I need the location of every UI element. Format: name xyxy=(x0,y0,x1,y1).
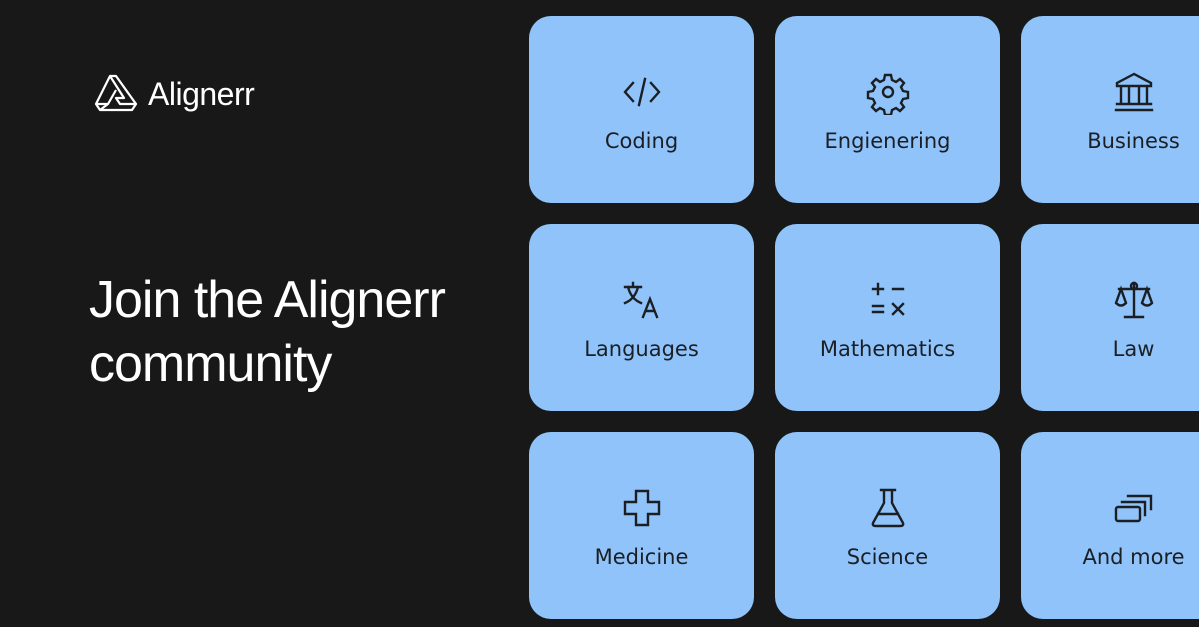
category-label: Business xyxy=(1087,129,1180,153)
category-card-coding[interactable]: Coding xyxy=(529,16,754,203)
alignerr-logo-icon xyxy=(94,74,138,112)
brand-logo: Alignerr xyxy=(94,74,255,114)
page-headline: Join the Alignerr community xyxy=(89,268,446,396)
category-label: Mathematics xyxy=(819,337,956,361)
category-card-medicine[interactable]: Medicine xyxy=(529,432,754,619)
category-card-science[interactable]: Science xyxy=(775,432,1000,619)
category-card-mathematics[interactable]: Mathematics xyxy=(775,224,1000,411)
category-label: Law xyxy=(1112,337,1155,361)
gear-icon xyxy=(866,73,909,115)
flask-icon xyxy=(871,488,904,528)
category-label: And more xyxy=(1082,545,1185,569)
calculator-icon xyxy=(871,282,905,316)
stack-icon xyxy=(1114,494,1152,523)
code-icon xyxy=(622,77,661,107)
headline-line-2: community xyxy=(89,335,332,393)
brand-name: Alignerr xyxy=(148,75,255,112)
category-label: Languages xyxy=(584,337,699,361)
medical-cross-icon xyxy=(623,489,660,527)
category-label: Medicine xyxy=(594,545,689,569)
translate-icon xyxy=(622,281,659,319)
category-card-business[interactable]: Business xyxy=(1021,16,1199,203)
category-card-languages[interactable]: Languages xyxy=(529,224,754,411)
category-label: Science xyxy=(846,545,929,569)
category-card-engienering[interactable]: Engienering xyxy=(775,16,1000,203)
category-label: Coding xyxy=(604,129,679,153)
category-card-law[interactable]: Law xyxy=(1021,224,1199,411)
category-card-and-more[interactable]: And more xyxy=(1021,432,1199,619)
bank-icon xyxy=(1114,72,1153,112)
headline-line-1: Join the Alignerr xyxy=(89,271,446,329)
scales-icon xyxy=(1114,281,1153,319)
category-label: Engienering xyxy=(824,129,951,153)
